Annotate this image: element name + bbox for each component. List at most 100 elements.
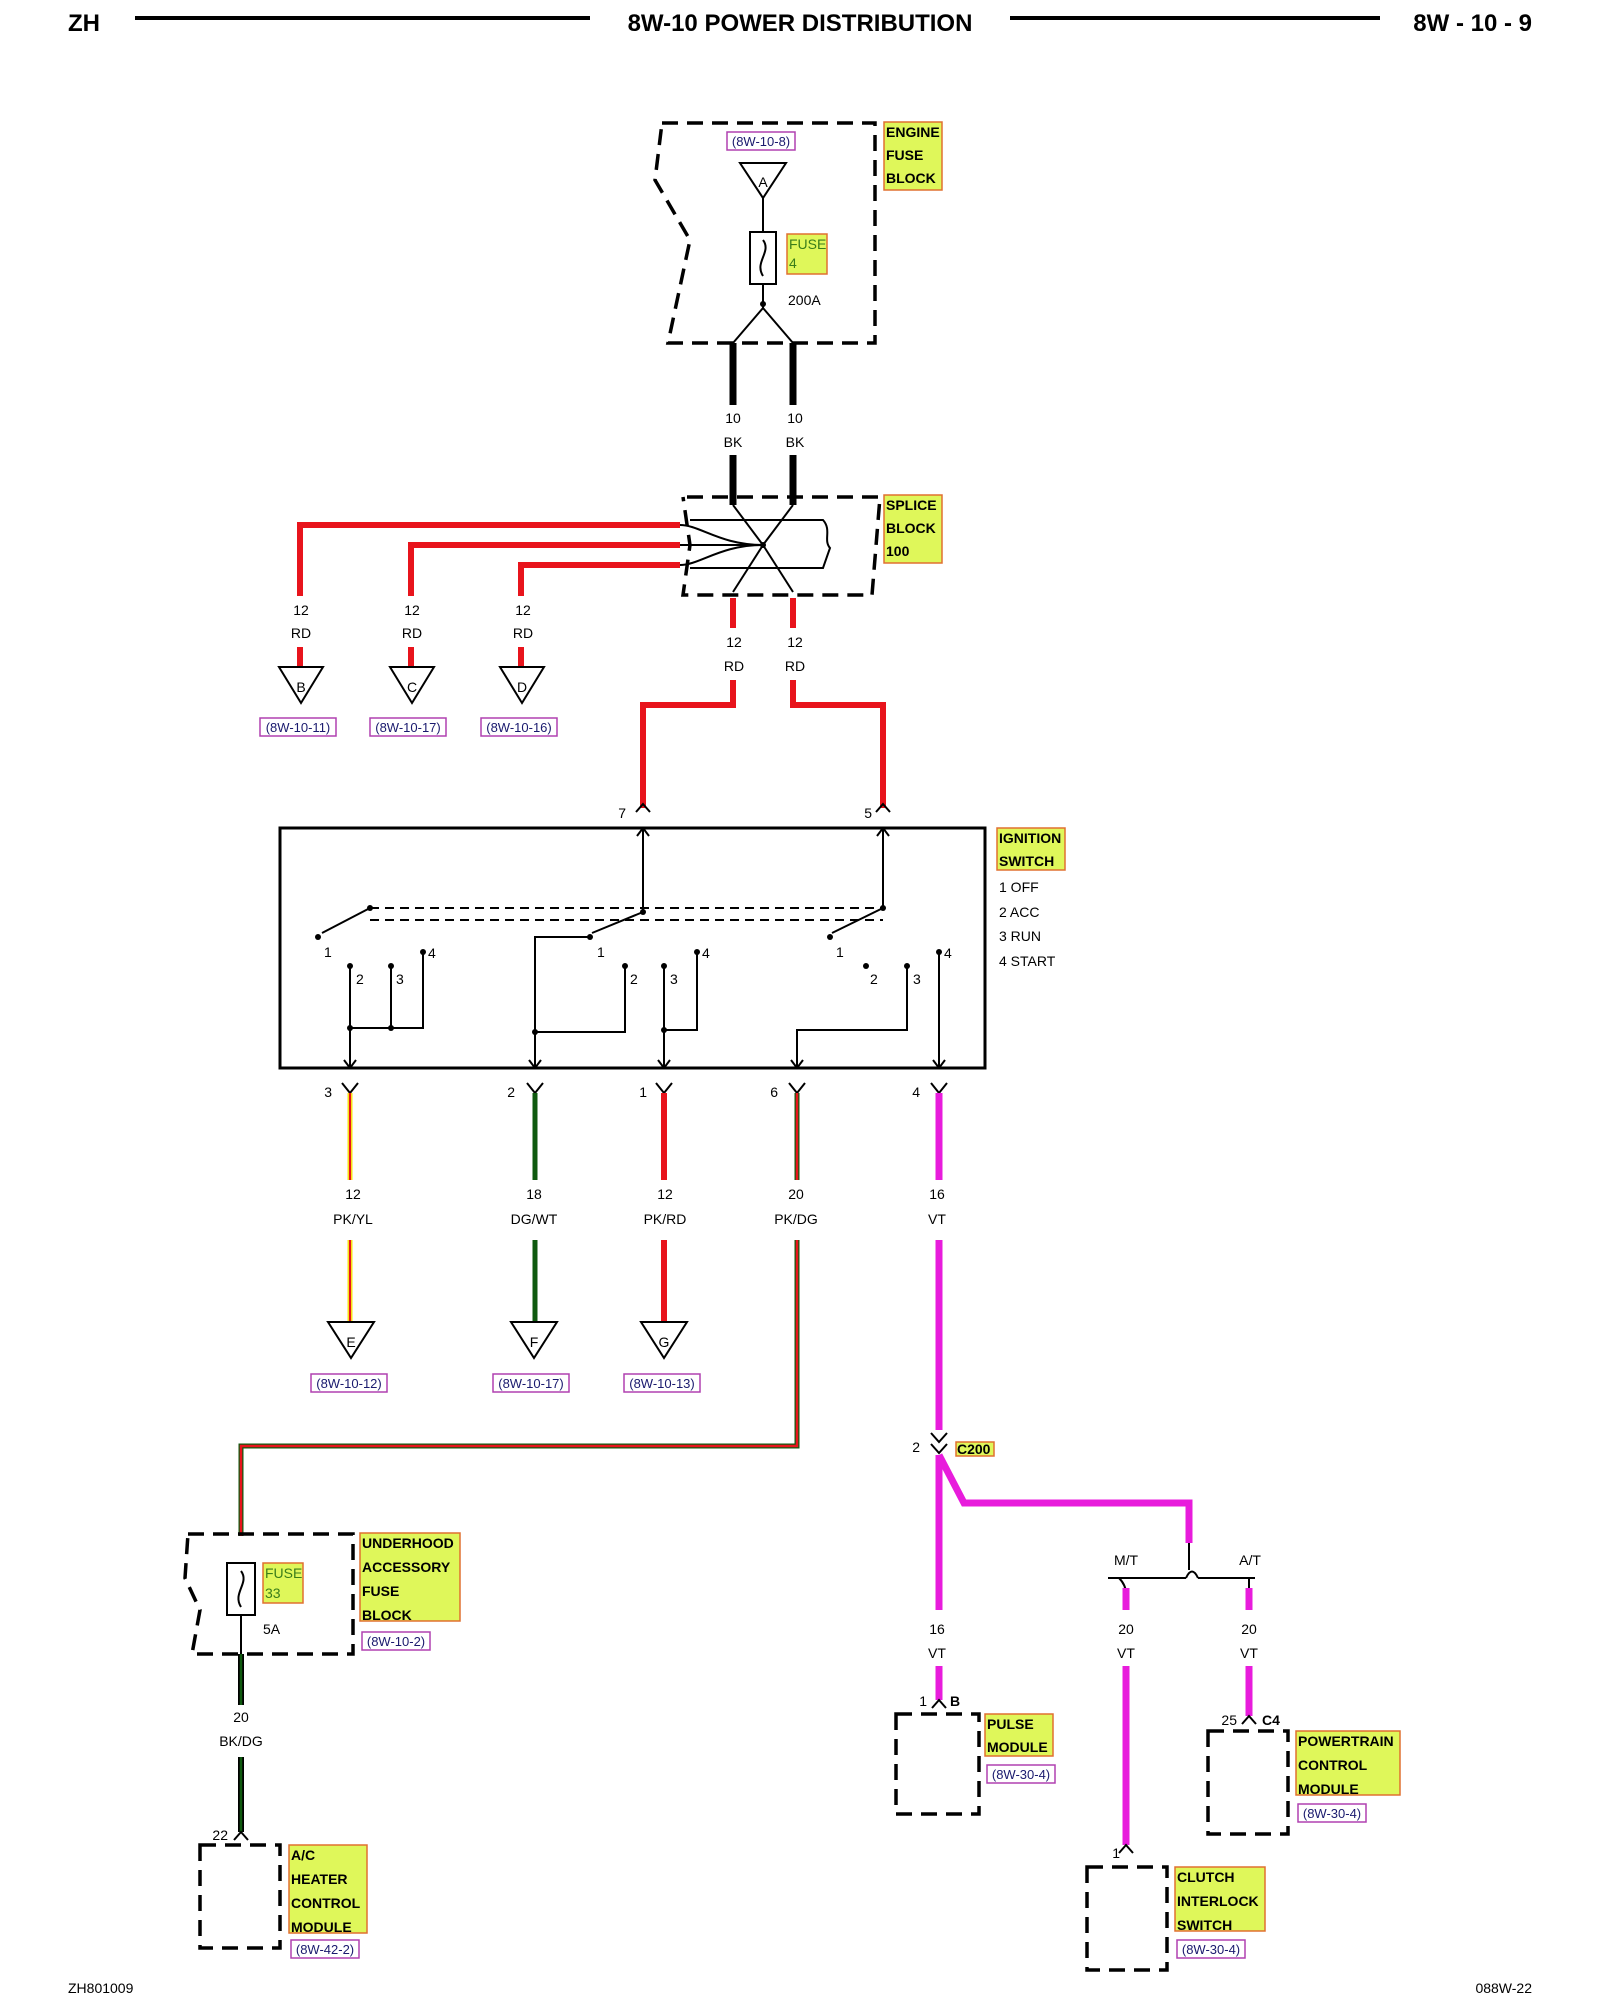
svg-text:1: 1: [1112, 1845, 1120, 1861]
svg-text:3: 3: [670, 971, 678, 987]
svg-text:2: 2: [912, 1439, 920, 1455]
svg-text:10: 10: [787, 410, 803, 426]
pcm-label: POWERTRAIN: [1298, 1733, 1394, 1749]
svg-text:BLOCK: BLOCK: [886, 170, 936, 186]
fuse-4-label: FUSE: [789, 236, 826, 252]
svg-text:VT: VT: [1117, 1645, 1135, 1661]
svg-text:HEATER: HEATER: [291, 1871, 348, 1887]
svg-text:3: 3: [324, 1084, 332, 1100]
bk-wires: 10 BK 10 BK: [724, 343, 805, 505]
svg-text:FUSE: FUSE: [886, 147, 923, 163]
svg-text:2: 2: [870, 971, 878, 987]
switch-pos-off: 1 OFF: [999, 879, 1039, 895]
svg-text:RD: RD: [402, 625, 422, 641]
svg-text:16: 16: [929, 1186, 945, 1202]
header-left: ZH: [68, 10, 100, 37]
engine-fuse-ref-box: [726, 131, 796, 151]
svg-text:B: B: [950, 1693, 960, 1709]
ac-module-label: A/C: [291, 1847, 315, 1863]
svg-text:1: 1: [639, 1084, 647, 1100]
svg-text:BK: BK: [724, 434, 743, 450]
svg-text:BLOCK: BLOCK: [362, 1607, 412, 1623]
switch-pos-acc: 2 ACC: [999, 904, 1039, 920]
svg-text:BLOCK: BLOCK: [886, 520, 936, 536]
pulse-module: 1 B PULSE MODULE (8W-30-4): [894, 1693, 1056, 1816]
svg-text:VT: VT: [1240, 1645, 1258, 1661]
svg-text:SWITCH: SWITCH: [1177, 1917, 1232, 1933]
svg-text:F: F: [530, 1334, 539, 1350]
ref-ac-module[interactable]: (8W-42-2): [296, 1942, 354, 1957]
engine-fuse-block: (8W-10-8) A FUSE 4 200A ENGINE FUSE BLOC…: [653, 121, 943, 345]
svg-text:MODULE: MODULE: [291, 1919, 352, 1935]
svg-text:20: 20: [233, 1709, 249, 1725]
svg-text:1: 1: [324, 944, 332, 960]
splice-outputs: 12 RD 12 RD 12 RD B C D (8W-10-11) (8W-1…: [259, 522, 680, 737]
ignition-switch: 1 2 3 4 1 2 3 4 1 2 3 4: [278, 826, 1066, 1070]
ref-pulse-module[interactable]: (8W-30-4): [992, 1767, 1050, 1782]
ignition-switch-label: IGNITION: [999, 830, 1061, 846]
svg-text:20: 20: [1241, 1621, 1257, 1637]
svg-text:VT: VT: [928, 1211, 946, 1227]
svg-text:12: 12: [726, 634, 742, 650]
svg-text:6: 6: [770, 1084, 778, 1100]
fuse-33-rating: 5A: [263, 1621, 281, 1637]
engine-fuse-ref[interactable]: (8W-10-8): [732, 134, 790, 149]
connector-a-triangle: [738, 162, 788, 200]
switch-outputs: 3 2 1 6 4 12 PK/YL 18 DG/WT 12 PK/RD 20 …: [238, 1082, 948, 1536]
svg-text:2: 2: [356, 971, 364, 987]
svg-text:12: 12: [404, 602, 420, 618]
svg-text:4: 4: [912, 1084, 920, 1100]
svg-text:D: D: [517, 679, 527, 695]
svg-text:12: 12: [787, 634, 803, 650]
svg-text:3: 3: [396, 971, 404, 987]
ref-d[interactable]: (8W-10-16): [486, 720, 552, 735]
connector-b-triangle: [277, 666, 325, 705]
svg-text:5: 5: [864, 805, 872, 821]
svg-text:4: 4: [944, 945, 952, 961]
page-title: 8W-10 POWER DISTRIBUTION: [628, 10, 973, 37]
svg-text:DG/WT: DG/WT: [511, 1211, 558, 1227]
switch-pos-run: 3 RUN: [999, 928, 1041, 944]
svg-text:C: C: [407, 679, 417, 695]
ref-f[interactable]: (8W-10-17): [498, 1376, 564, 1391]
svg-text:18: 18: [526, 1186, 542, 1202]
svg-text:RD: RD: [785, 658, 805, 674]
svg-text:SWITCH: SWITCH: [999, 853, 1054, 869]
svg-text:BK/DG: BK/DG: [219, 1733, 263, 1749]
svg-text:PK/RD: PK/RD: [644, 1211, 687, 1227]
splice-to-switch-wires: 12 RD 12 RD 7 5: [618, 598, 891, 821]
connector-e-triangle: [326, 1321, 376, 1360]
powertrain-control-module: 25 C4 POWERTRAIN CONTROL MODULE (8W-30-4…: [1206, 1712, 1401, 1836]
svg-text:12: 12: [657, 1186, 673, 1202]
ref-b[interactable]: (8W-10-11): [266, 720, 331, 735]
ref-c[interactable]: (8W-10-17): [375, 720, 441, 735]
ref-e[interactable]: (8W-10-12): [316, 1376, 382, 1391]
svg-text:MODULE: MODULE: [987, 1739, 1048, 1755]
clutch-switch-label: CLUTCH: [1177, 1869, 1235, 1885]
svg-text:20: 20: [788, 1186, 804, 1202]
ref-underhood[interactable]: (8W-10-2): [367, 1634, 425, 1649]
ref-pcm[interactable]: (8W-30-4): [1303, 1806, 1361, 1821]
svg-text:4: 4: [789, 255, 797, 271]
ac-heater-control-module: 22 A/C HEATER CONTROL MODULE (8W-42-2): [198, 1827, 368, 1959]
svg-text:VT: VT: [928, 1645, 946, 1661]
svg-text:12: 12: [515, 602, 531, 618]
svg-text:ACCESSORY: ACCESSORY: [362, 1559, 451, 1575]
at-label: A/T: [1239, 1552, 1261, 1568]
svg-text:16: 16: [929, 1621, 945, 1637]
ref-g[interactable]: (8W-10-13): [629, 1376, 695, 1391]
connector-g-triangle: [639, 1321, 689, 1360]
svg-text:12: 12: [293, 602, 309, 618]
svg-text:E: E: [346, 1334, 355, 1350]
svg-text:PK/YL: PK/YL: [333, 1211, 373, 1227]
svg-text:BK: BK: [786, 434, 805, 450]
footer-left: ZH801009: [68, 1980, 134, 1996]
page-number: 8W - 10 - 9: [1413, 10, 1532, 37]
ref-clutch-switch[interactable]: (8W-30-4): [1182, 1942, 1240, 1957]
svg-text:G: G: [659, 1334, 670, 1350]
splice-block-label: SPLICE: [886, 497, 937, 513]
svg-text:C4: C4: [1262, 1712, 1280, 1728]
svg-text:CONTROL: CONTROL: [291, 1895, 361, 1911]
c200-connector: 2 C200: [912, 1432, 995, 1457]
